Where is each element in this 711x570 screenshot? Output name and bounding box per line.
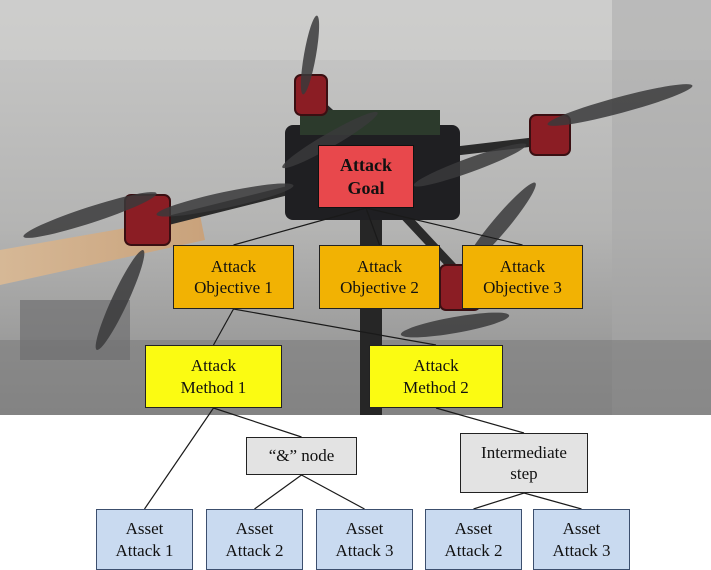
asset-attack-3-node: Asset Attack 3 — [316, 509, 413, 570]
asset-attack-3-node: Asset Attack 3 — [533, 509, 630, 570]
attack-objective-3-node: Attack Objective 3 — [462, 245, 583, 309]
edge-intermediate-to-asset_3b — [523, 492, 582, 510]
edge-objective_1-to-method_1 — [212, 308, 235, 346]
edge-method_2-to-intermediate — [435, 407, 525, 434]
edge-and_node-to-asset_2 — [254, 474, 302, 510]
edge-and_node-to-asset_3 — [301, 474, 365, 510]
asset-attack-1-node: Asset Attack 1 — [96, 509, 193, 570]
edge-method_1-to-and_node — [213, 407, 302, 438]
intermediate-step-node: Intermediate step — [460, 433, 588, 493]
edge-method_1-to-asset_1 — [144, 407, 214, 510]
attack-method-2-node: Attack Method 2 — [369, 345, 503, 408]
edge-goal-to-objective_2 — [365, 207, 381, 246]
and-node: “&” node — [246, 437, 357, 475]
drone-photo-background — [0, 0, 711, 415]
attack-method-1-node: Attack Method 1 — [145, 345, 282, 408]
attack-goal-node: Attack Goal — [318, 145, 414, 208]
edge-goal-to-objective_1 — [233, 207, 367, 246]
edge-objective_1-to-method_2 — [233, 308, 437, 346]
attack-objective-1-node: Attack Objective 1 — [173, 245, 294, 309]
edge-goal-to-objective_3 — [365, 207, 523, 246]
asset-attack-2-node: Asset Attack 2 — [206, 509, 303, 570]
edge-intermediate-to-asset_2b — [473, 492, 525, 510]
attack-objective-2-node: Attack Objective 2 — [319, 245, 440, 309]
asset-attack-2-node: Asset Attack 2 — [425, 509, 522, 570]
